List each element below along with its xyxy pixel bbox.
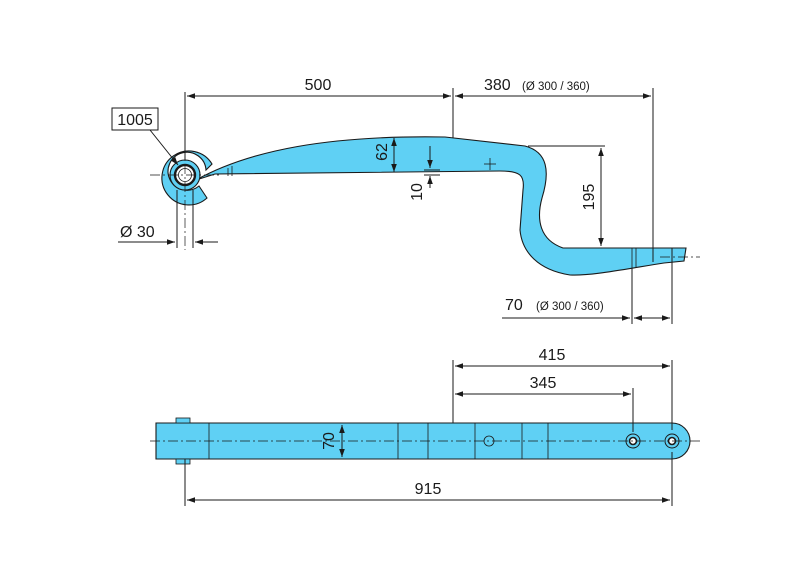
dim-345: 345 [530,375,557,392]
dim-415: 415 [539,347,566,364]
dim-62: 62 [374,143,391,161]
top-view: 70 415 345 915 [150,347,700,506]
dim-eye-diameter: Ø 30 [120,224,155,241]
side-view: 500 380 (Ø 300 / 360) 62 10 195 Ø 30 70 … [111,77,700,324]
dim-380: 380 [484,77,511,94]
dim-70-width: 70 [321,432,338,450]
part-number-box [111,107,159,131]
spring-eye [161,150,213,206]
dim-380-note: (Ø 300 / 360) [522,81,590,93]
dim-915: 915 [415,481,442,498]
spring-leaf-side [195,136,687,276]
dim-500: 500 [305,77,332,94]
part-number: 1005 [117,112,153,129]
dim-70-tip-note: (Ø 300 / 360) [536,301,604,313]
dim-10: 10 [409,183,426,201]
dim-70-tip: 70 [505,297,523,314]
dim-195: 195 [581,184,598,211]
